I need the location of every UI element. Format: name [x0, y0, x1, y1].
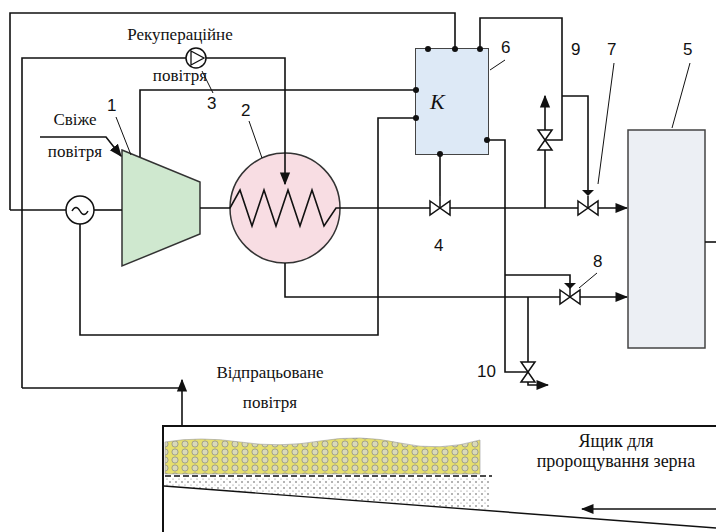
schematic-path	[598, 63, 614, 184]
schematic-use	[430, 196, 450, 215]
schematic-path	[116, 117, 131, 155]
schematic-polygon	[165, 477, 490, 510]
schematic-path	[206, 58, 285, 184]
schematic-path	[562, 96, 588, 190]
schematic-path	[672, 63, 690, 128]
generator	[66, 196, 94, 224]
schematic-line	[164, 486, 716, 528]
pipes-and-wires	[10, 13, 716, 509]
schematic-line	[165, 475, 492, 477]
schematic-circle	[425, 46, 431, 52]
schematic-path	[140, 90, 416, 157]
schematic-path	[505, 275, 570, 283]
schematic-circle	[413, 115, 419, 121]
callout-number: 9	[570, 40, 581, 60]
schematic-circle	[413, 87, 419, 93]
germination-box: Ящик для пророщування зерна	[162, 425, 716, 532]
callout-number: 3	[206, 94, 217, 114]
schematic-circle	[484, 137, 490, 143]
callout-number: 7	[606, 40, 617, 60]
air-label: Рекупераційне повітря	[110, 14, 250, 96]
schematic-path	[439, 155, 441, 196]
controller-box: К	[415, 48, 489, 155]
schematic-path	[579, 273, 597, 288]
callout-number: 1	[106, 96, 117, 116]
schematic-path	[249, 121, 262, 158]
callout-number: 8	[592, 252, 603, 272]
schematic-use	[516, 362, 535, 382]
callout-number: 4	[433, 236, 444, 256]
callout-number: 6	[500, 38, 511, 58]
node-text: Ящик для пророщування зерна	[526, 432, 706, 472]
schematic-path	[285, 263, 627, 297]
fan	[186, 48, 206, 68]
valves	[430, 130, 598, 382]
schematic-path	[705, 241, 716, 243]
schematic-path	[181, 380, 183, 425]
callout-number: 5	[682, 40, 693, 60]
schematic-path	[480, 18, 562, 140]
schematic-circle	[437, 151, 443, 157]
schematic-path	[10, 209, 66, 211]
schematic-path	[22, 387, 182, 389]
schematic-path	[22, 58, 186, 388]
schematic-path	[10, 13, 455, 210]
schematic-circle	[477, 46, 483, 52]
leader-lines	[116, 60, 690, 288]
schematic-path	[488, 140, 516, 372]
schematic-g	[413, 46, 490, 157]
schematic-path	[165, 438, 480, 474]
schematic-path	[544, 96, 546, 208]
consumer-unit	[628, 130, 705, 348]
schematic-path	[564, 283, 576, 289]
air-label: Відпрацьоване повітря	[190, 358, 350, 418]
schematic-path	[528, 297, 548, 385]
schematic-use	[538, 130, 557, 150]
node-text: К	[416, 89, 445, 115]
callout-number: 10	[476, 362, 497, 382]
schematic-path	[200, 190, 627, 226]
schematic-path	[490, 60, 505, 70]
schematic-path	[582, 508, 716, 510]
callout-number: 2	[240, 101, 251, 121]
generator-wave	[72, 208, 88, 215]
schematic-path	[94, 209, 122, 211]
schematic-use	[578, 196, 598, 215]
compressor	[122, 150, 200, 266]
air-label: Свіже повітря	[34, 104, 116, 168]
schematic-path	[80, 118, 416, 335]
fan-blade	[191, 51, 204, 65]
schematic-path	[582, 190, 594, 196]
schematic-circle	[452, 46, 458, 52]
